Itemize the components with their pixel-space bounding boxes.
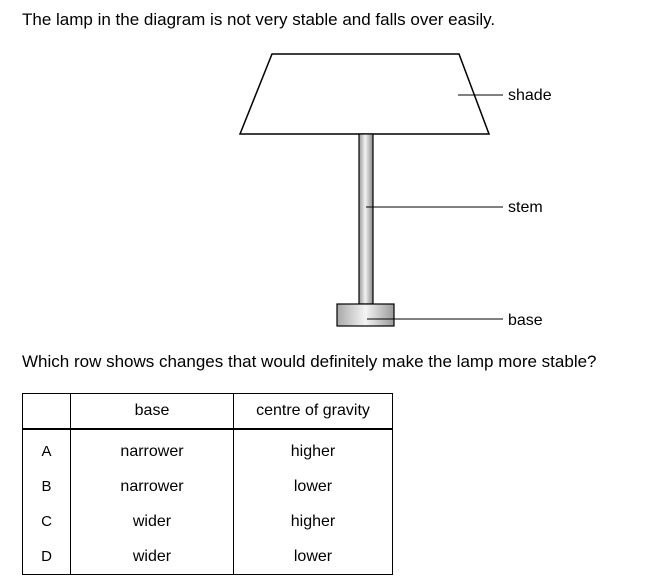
table-row[interactable]: C wider higher <box>22 504 393 539</box>
intro-text: The lamp in the diagram is not very stab… <box>22 10 496 29</box>
lamp-shade <box>238 53 491 135</box>
table-row[interactable]: A narrower higher <box>22 429 393 469</box>
header-letter-cell <box>22 393 71 430</box>
lamp-diagram: shade stem base <box>238 53 552 329</box>
table-row[interactable]: B narrower lower <box>22 469 393 504</box>
table-row[interactable]: D wider lower <box>22 539 393 575</box>
row-letter: B <box>22 469 71 504</box>
base-label: base <box>508 312 543 329</box>
row-letter: D <box>22 539 71 575</box>
row-base: narrower <box>70 469 234 504</box>
row-base: wider <box>70 539 234 575</box>
row-centre-of-gravity: higher <box>233 504 393 539</box>
header-base: base <box>70 393 234 430</box>
shade-label: shade <box>508 87 552 104</box>
lamp-stem <box>358 133 374 305</box>
row-centre-of-gravity: lower <box>233 469 393 504</box>
lamp-base <box>336 303 395 327</box>
row-base: narrower <box>70 429 234 469</box>
row-letter: C <box>22 504 71 539</box>
question-text: Which row shows changes that would defin… <box>22 352 597 371</box>
header-centre-of-gravity: centre of gravity <box>233 393 393 430</box>
row-base: wider <box>70 504 234 539</box>
row-centre-of-gravity: lower <box>233 539 393 575</box>
answer-table: base centre of gravity A narrower higher… <box>22 393 393 575</box>
stem-label: stem <box>508 199 543 216</box>
table-header-row: base centre of gravity <box>22 393 393 430</box>
row-letter: A <box>22 429 71 469</box>
row-centre-of-gravity: higher <box>233 429 393 469</box>
